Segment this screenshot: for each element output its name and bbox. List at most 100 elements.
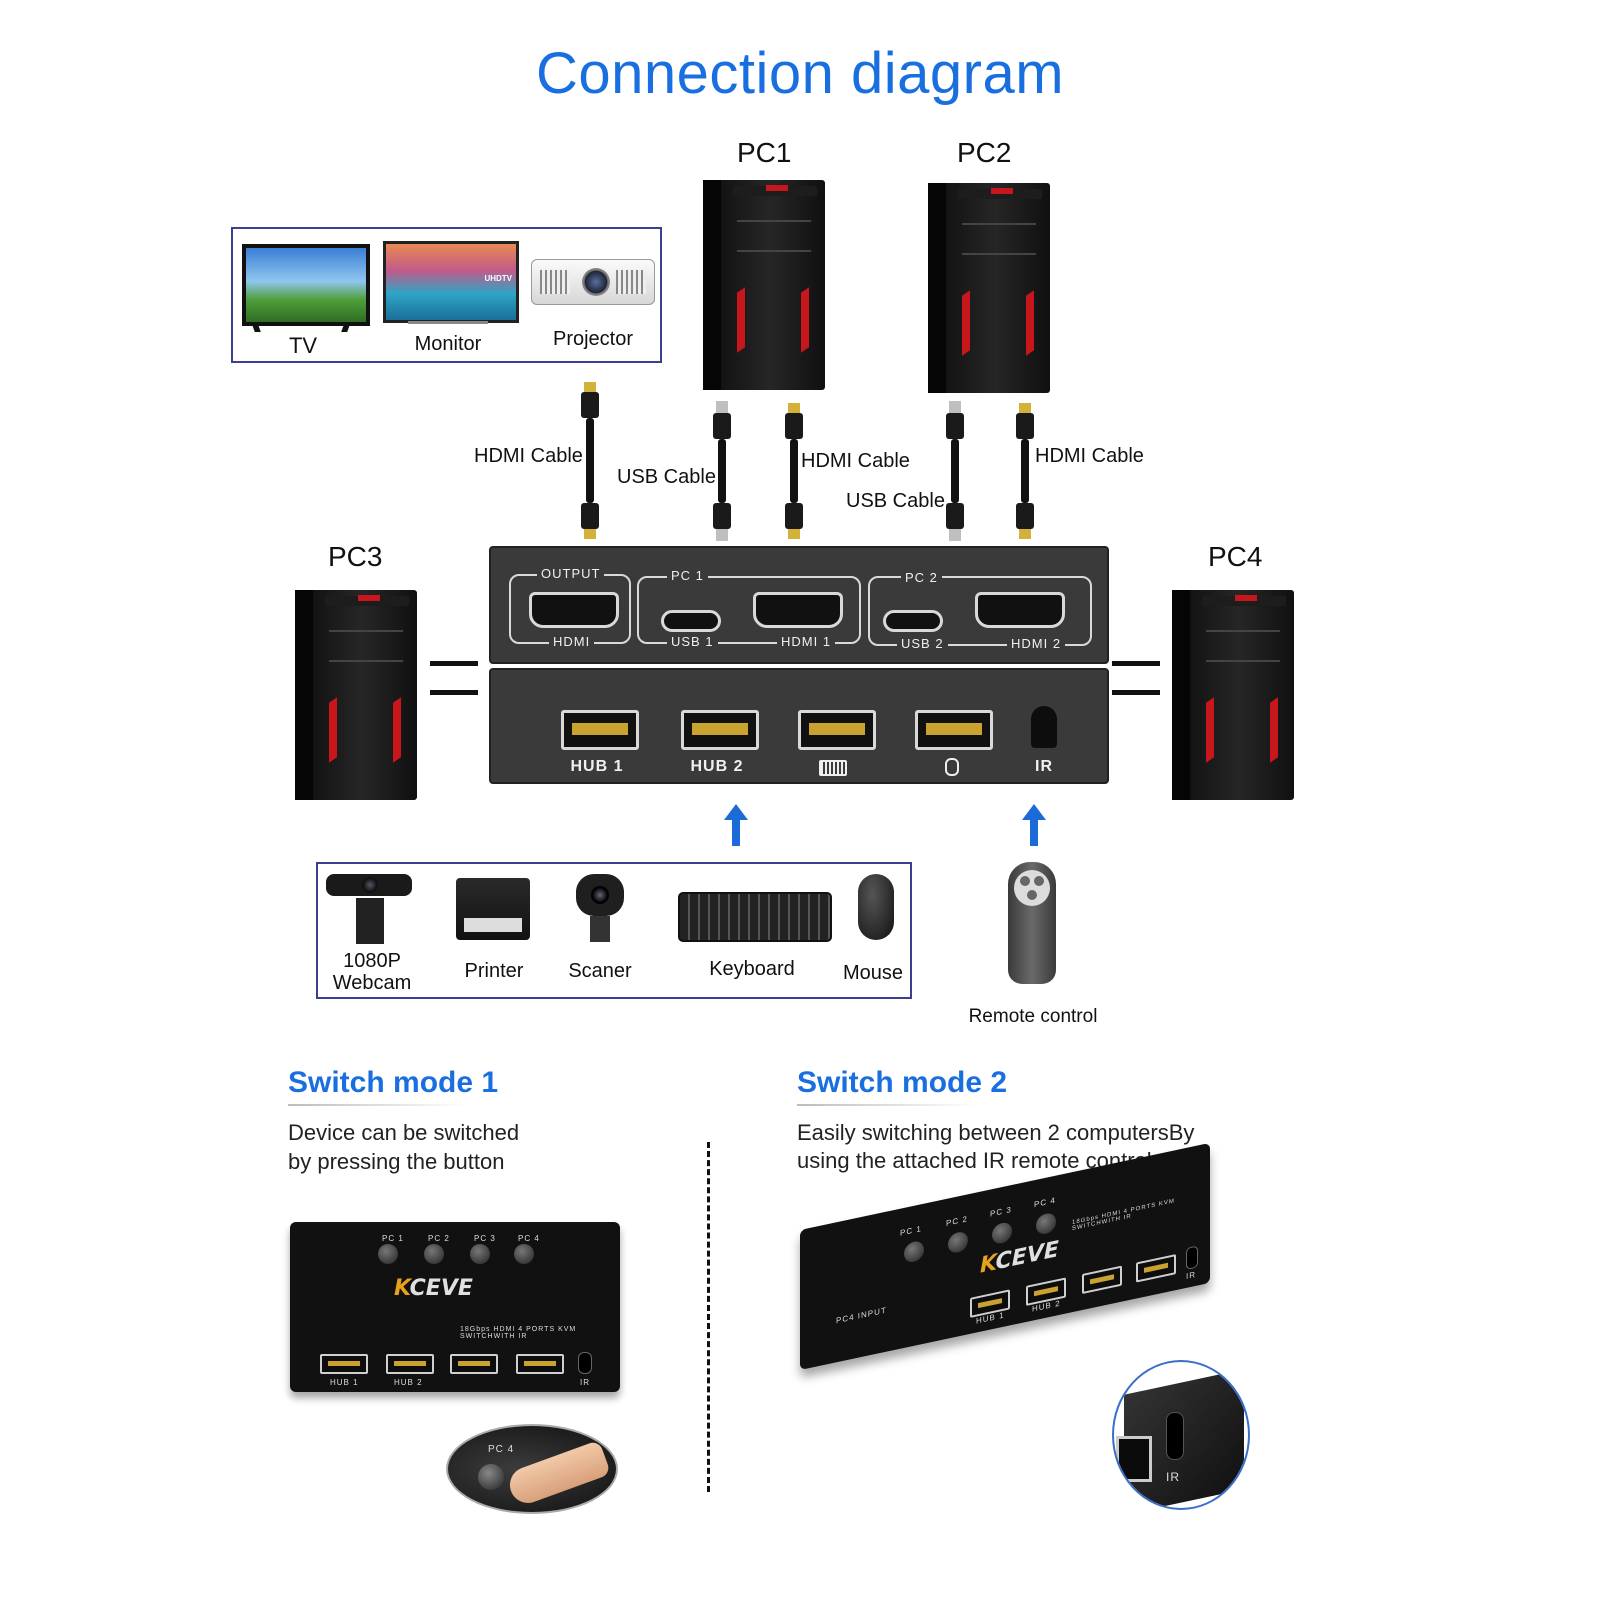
pc2-hdmi-plug-top [1016,403,1034,439]
pc1-group-label: PC 1 [667,568,708,583]
mode2-closeup-label: IR [1166,1470,1180,1484]
output-hdmi-plug-bottom [581,503,599,529]
mode2-pc2-button[interactable] [948,1230,968,1255]
mode2-title: Switch mode 2 [797,1066,1008,1099]
scanner-label: Scaner [568,960,632,982]
mode1-ir-receiver [578,1352,592,1374]
printer-label: Printer [464,960,524,982]
projector-label: Projector [552,328,634,350]
pc1-usb-label: USB 1 [667,634,718,649]
mode1-hub2-port [386,1354,434,1374]
mode1-desc-line2: by pressing the button [288,1149,505,1174]
mode2-underline [797,1104,977,1106]
mode2-mouse-port [1136,1254,1176,1283]
mode2-closeup-ir-receiver [1166,1412,1184,1460]
mode2-pc4-button[interactable] [1036,1211,1056,1236]
pc2-group-label: PC 2 [901,570,942,585]
projector-image [531,259,655,305]
kvm-back-panel: HUB 1 HUB 2 IR [489,668,1109,784]
pc4-label: PC4 [1208,541,1263,572]
monitor-uhdtv-mark: UHDTV [484,274,512,283]
mode1-closeup-label: PC 4 [488,1444,515,1455]
mouse-icon [945,758,959,776]
output-hdmi-plug-top [581,382,599,418]
webcam-lens [362,877,378,893]
mode1-underline [288,1104,468,1106]
mode1-btn-label-4: PC 4 [518,1234,540,1243]
mouse-label: Mouse [842,962,904,984]
pc2-usb-cable [951,439,959,503]
pc1-hdmi-label: HDMI 1 [777,634,836,649]
remote-arrow-icon [1022,804,1046,820]
pc3-usb-side-cable [430,690,478,695]
mode2-pc3-button[interactable] [992,1220,1012,1246]
mode2-ir-label: IR [1186,1269,1196,1281]
kvm-front-panel: OUTPUT HDMI PC 1 USB 1 HDMI 1 PC 2 USB 2… [489,546,1109,664]
ir-receiver [1031,706,1057,748]
pc1-port-group [637,576,861,644]
mode2-side-label: PC4 INPUT [836,1305,887,1326]
projector-lens [582,268,610,296]
remote-button-3 [1027,890,1037,900]
mode1-hub2-label: HUB 2 [394,1378,423,1387]
mode1-product-text: 18Gbps HDMI 4 PORTS KVM SWITCHWITH IR [460,1326,577,1340]
pc1-hdmi-port [753,592,843,628]
mode2-brand-logo: KCEVE [980,1236,1059,1279]
webcam-label-line1: 1080P [343,950,401,972]
pc2-hdmi-cable-label: HDMI Cable [1035,445,1144,467]
display-devices-box: TV UHDTV Monitor Projector [231,227,662,363]
pc1-hdmi-plug-top [785,403,803,439]
peripherals-arrow-stem [732,820,740,846]
keyboard-label: Keyboard [709,958,795,980]
pc1-usb-cable [718,439,726,503]
hub1-label: HUB 1 [570,758,624,775]
mode1-pc1-button[interactable] [378,1244,398,1264]
pc1-tower [703,180,825,390]
mode1-kvm-device: PC 1 PC 2 PC 3 PC 4 KCEVE 18Gbps HDMI 4 … [290,1222,620,1392]
pc1-usb-cable-label: USB Cable [617,466,716,488]
mode1-ir-label: IR [580,1378,590,1387]
pc1-usb-plug-top [713,401,731,439]
output-hdmi-port [529,592,619,628]
remote-button-2 [1034,876,1044,886]
projector-vent-right [616,270,646,294]
finger-image [504,1439,612,1509]
mode1-mouse-port [516,1354,564,1374]
pc1-label: PC1 [737,137,792,168]
keyboard-icon [819,760,847,776]
mode2-pc1-button[interactable] [904,1239,924,1264]
tv-label: TV [288,333,318,358]
pc2-usb-plug-bottom [946,503,964,529]
pc3-tower [295,590,417,800]
mode-divider [707,1142,710,1492]
mode1-hub1-label: HUB 1 [330,1378,359,1387]
remote-button-1 [1020,876,1030,886]
mode1-hub1-port [320,1354,368,1374]
output-hdmi-cable-label: HDMI Cable [474,445,583,467]
remote-control-label: Remote control [968,1006,1098,1027]
remote-control-image [1008,862,1056,984]
pc4-tower [1172,590,1294,800]
keyboard-image [678,892,832,942]
mode1-closeup-button[interactable] [478,1464,504,1490]
pc1-usb-plug-bottom [713,503,731,529]
monitor-stand [408,321,488,324]
peripherals-box: 1080P Webcam Printer Scaner Keyboard Mou… [316,862,912,999]
mode2-btn-label-2: PC 2 [946,1214,968,1228]
mode1-pc3-button[interactable] [470,1244,490,1264]
mode1-pc4-button[interactable] [514,1244,534,1264]
pc2-hdmi-port [975,592,1065,628]
monitor-image: UHDTV [383,241,519,323]
pc2-label: PC2 [957,137,1012,168]
mode1-btn-label-1: PC 1 [382,1234,404,1243]
mode1-pc2-button[interactable] [424,1244,444,1264]
mode1-desc-line1: Device can be switched [288,1120,520,1145]
mode2-desc-line1: Easily switching between 2 computersBy [797,1120,1195,1145]
pc2-usbc-port [883,610,943,632]
mode1-brand-logo: KCEVE [394,1276,473,1301]
hub2-port [681,710,759,750]
mode2-closeup-usb-port [1116,1436,1152,1482]
pc2-usb-plug-top [946,401,964,439]
mode1-btn-label-2: PC 2 [428,1234,450,1243]
output-hdmi-label: HDMI [549,634,595,649]
